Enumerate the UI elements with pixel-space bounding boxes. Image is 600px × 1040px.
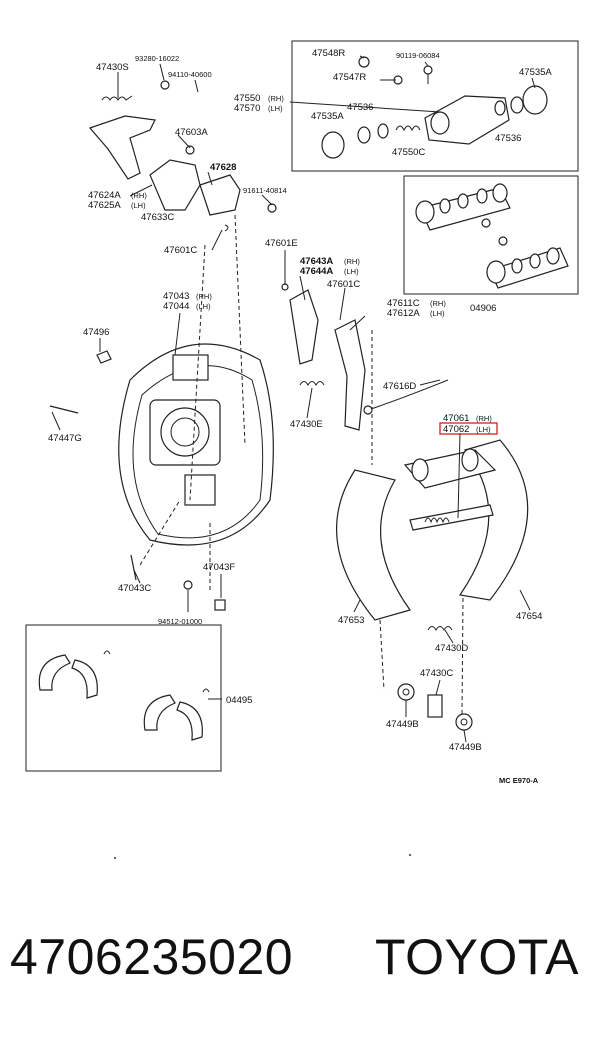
label-47535A-left: 47535A: [311, 111, 344, 122]
label-lh-47044: (LH): [196, 302, 211, 311]
shoe-kit-parts: [38, 650, 210, 741]
brand-name: TOYOTA: [375, 929, 579, 985]
label-91611-40814: 91611-40814: [243, 186, 287, 195]
label-47644A: 47644A: [300, 266, 333, 277]
label-47535A-top: 47535A: [519, 67, 552, 78]
reference-lines: [139, 214, 464, 715]
hold-down-parts: [130, 554, 473, 731]
label-47447G: 47447G: [48, 433, 82, 444]
label-47061: 47061: [443, 413, 469, 424]
label-47044: 47044: [163, 301, 189, 312]
label-47633C: 47633C: [141, 212, 174, 223]
label-47043C: 47043C: [118, 583, 151, 594]
label-47601C-a: 47601C: [164, 245, 197, 256]
label-lh-47570: (LH): [268, 104, 283, 113]
label-47643A: 47643A: [300, 256, 333, 267]
label-rh-47611C: (RH): [430, 299, 446, 308]
label-rh-47550: (RH): [268, 94, 284, 103]
label-47628: 47628: [210, 162, 236, 173]
label-47601C-b: 47601C: [327, 279, 360, 290]
label-47547R: 47547R: [333, 72, 366, 83]
backing-plate: [49, 343, 274, 546]
label-47548R: 47548R: [312, 48, 345, 59]
speck-right: [409, 854, 411, 856]
wheel-cylinder-kit-box: [291, 40, 579, 172]
shoe-kit-box: [25, 624, 222, 772]
part-labels: 93280-16022 47430S 94110-40600 47548R 90…: [48, 48, 552, 785]
label-47601E: 47601E: [265, 238, 298, 249]
adjuster-levers: [281, 283, 449, 431]
label-47550: 47550: [234, 93, 260, 104]
label-47430S: 47430S: [96, 62, 129, 73]
label-mc-e970-a: MC E970-A: [499, 776, 539, 785]
cylinder-repair-kit-box: [403, 175, 579, 295]
label-47043: 47043: [163, 291, 189, 302]
label-47570: 47570: [234, 103, 260, 114]
highlight-box-47062: [439, 422, 498, 435]
label-47449B-a: 47449B: [386, 719, 419, 730]
parking-lever-assembly: [88, 80, 277, 232]
label-47430C: 47430C: [420, 668, 453, 679]
label-47430E: 47430E: [290, 419, 323, 430]
label-93280-16022: 93280-16022: [135, 54, 179, 63]
label-lh-47062: (LH): [476, 425, 491, 434]
label-47616D: 47616D: [383, 381, 416, 392]
label-rh-47624A: (RH): [131, 191, 147, 200]
repair-kit-parts: [415, 183, 569, 289]
label-04906: 04906: [470, 303, 496, 314]
label-47043F: 47043F: [203, 562, 235, 573]
label-lh-47644A: (LH): [344, 267, 359, 276]
label-lh-47625A: (LH): [131, 201, 146, 210]
product-footer: 4706235020 TOYOTA: [10, 928, 590, 998]
label-47654: 47654: [516, 611, 542, 622]
label-47624A: 47624A: [88, 190, 121, 201]
leader-lines: [51, 55, 536, 743]
brake-shoe-assembly: [336, 439, 529, 621]
part-number: 4706235020: [10, 929, 294, 985]
label-90119-06084: 90119-06084: [396, 51, 440, 60]
label-rh-47061: (RH): [476, 414, 492, 423]
label-94110-40600: 94110-40600: [168, 70, 212, 79]
wheel-cylinder-exploded: [321, 56, 548, 159]
label-rh-47043: (RH): [196, 292, 212, 301]
label-47449B-b: 47449B: [449, 742, 482, 753]
label-47550C: 47550C: [392, 147, 425, 158]
label-94512-01000: 94512-01000: [158, 617, 202, 626]
label-04495: 04495: [226, 695, 252, 706]
label-47062: 47062: [443, 424, 469, 435]
label-47625A: 47625A: [88, 200, 121, 211]
label-47612A: 47612A: [387, 308, 420, 319]
label-47653: 47653: [338, 615, 364, 626]
label-47611C: 47611C: [387, 298, 420, 309]
label-47430D: 47430D: [435, 643, 468, 654]
label-47603A: 47603A: [175, 127, 208, 138]
label-47536-b: 47536: [495, 133, 521, 144]
speck-left: [114, 857, 116, 859]
label-47496: 47496: [83, 327, 109, 338]
label-47536-a: 47536: [347, 102, 373, 113]
label-lh-47612A: (LH): [430, 309, 445, 318]
label-rh-47643A: (RH): [344, 257, 360, 266]
